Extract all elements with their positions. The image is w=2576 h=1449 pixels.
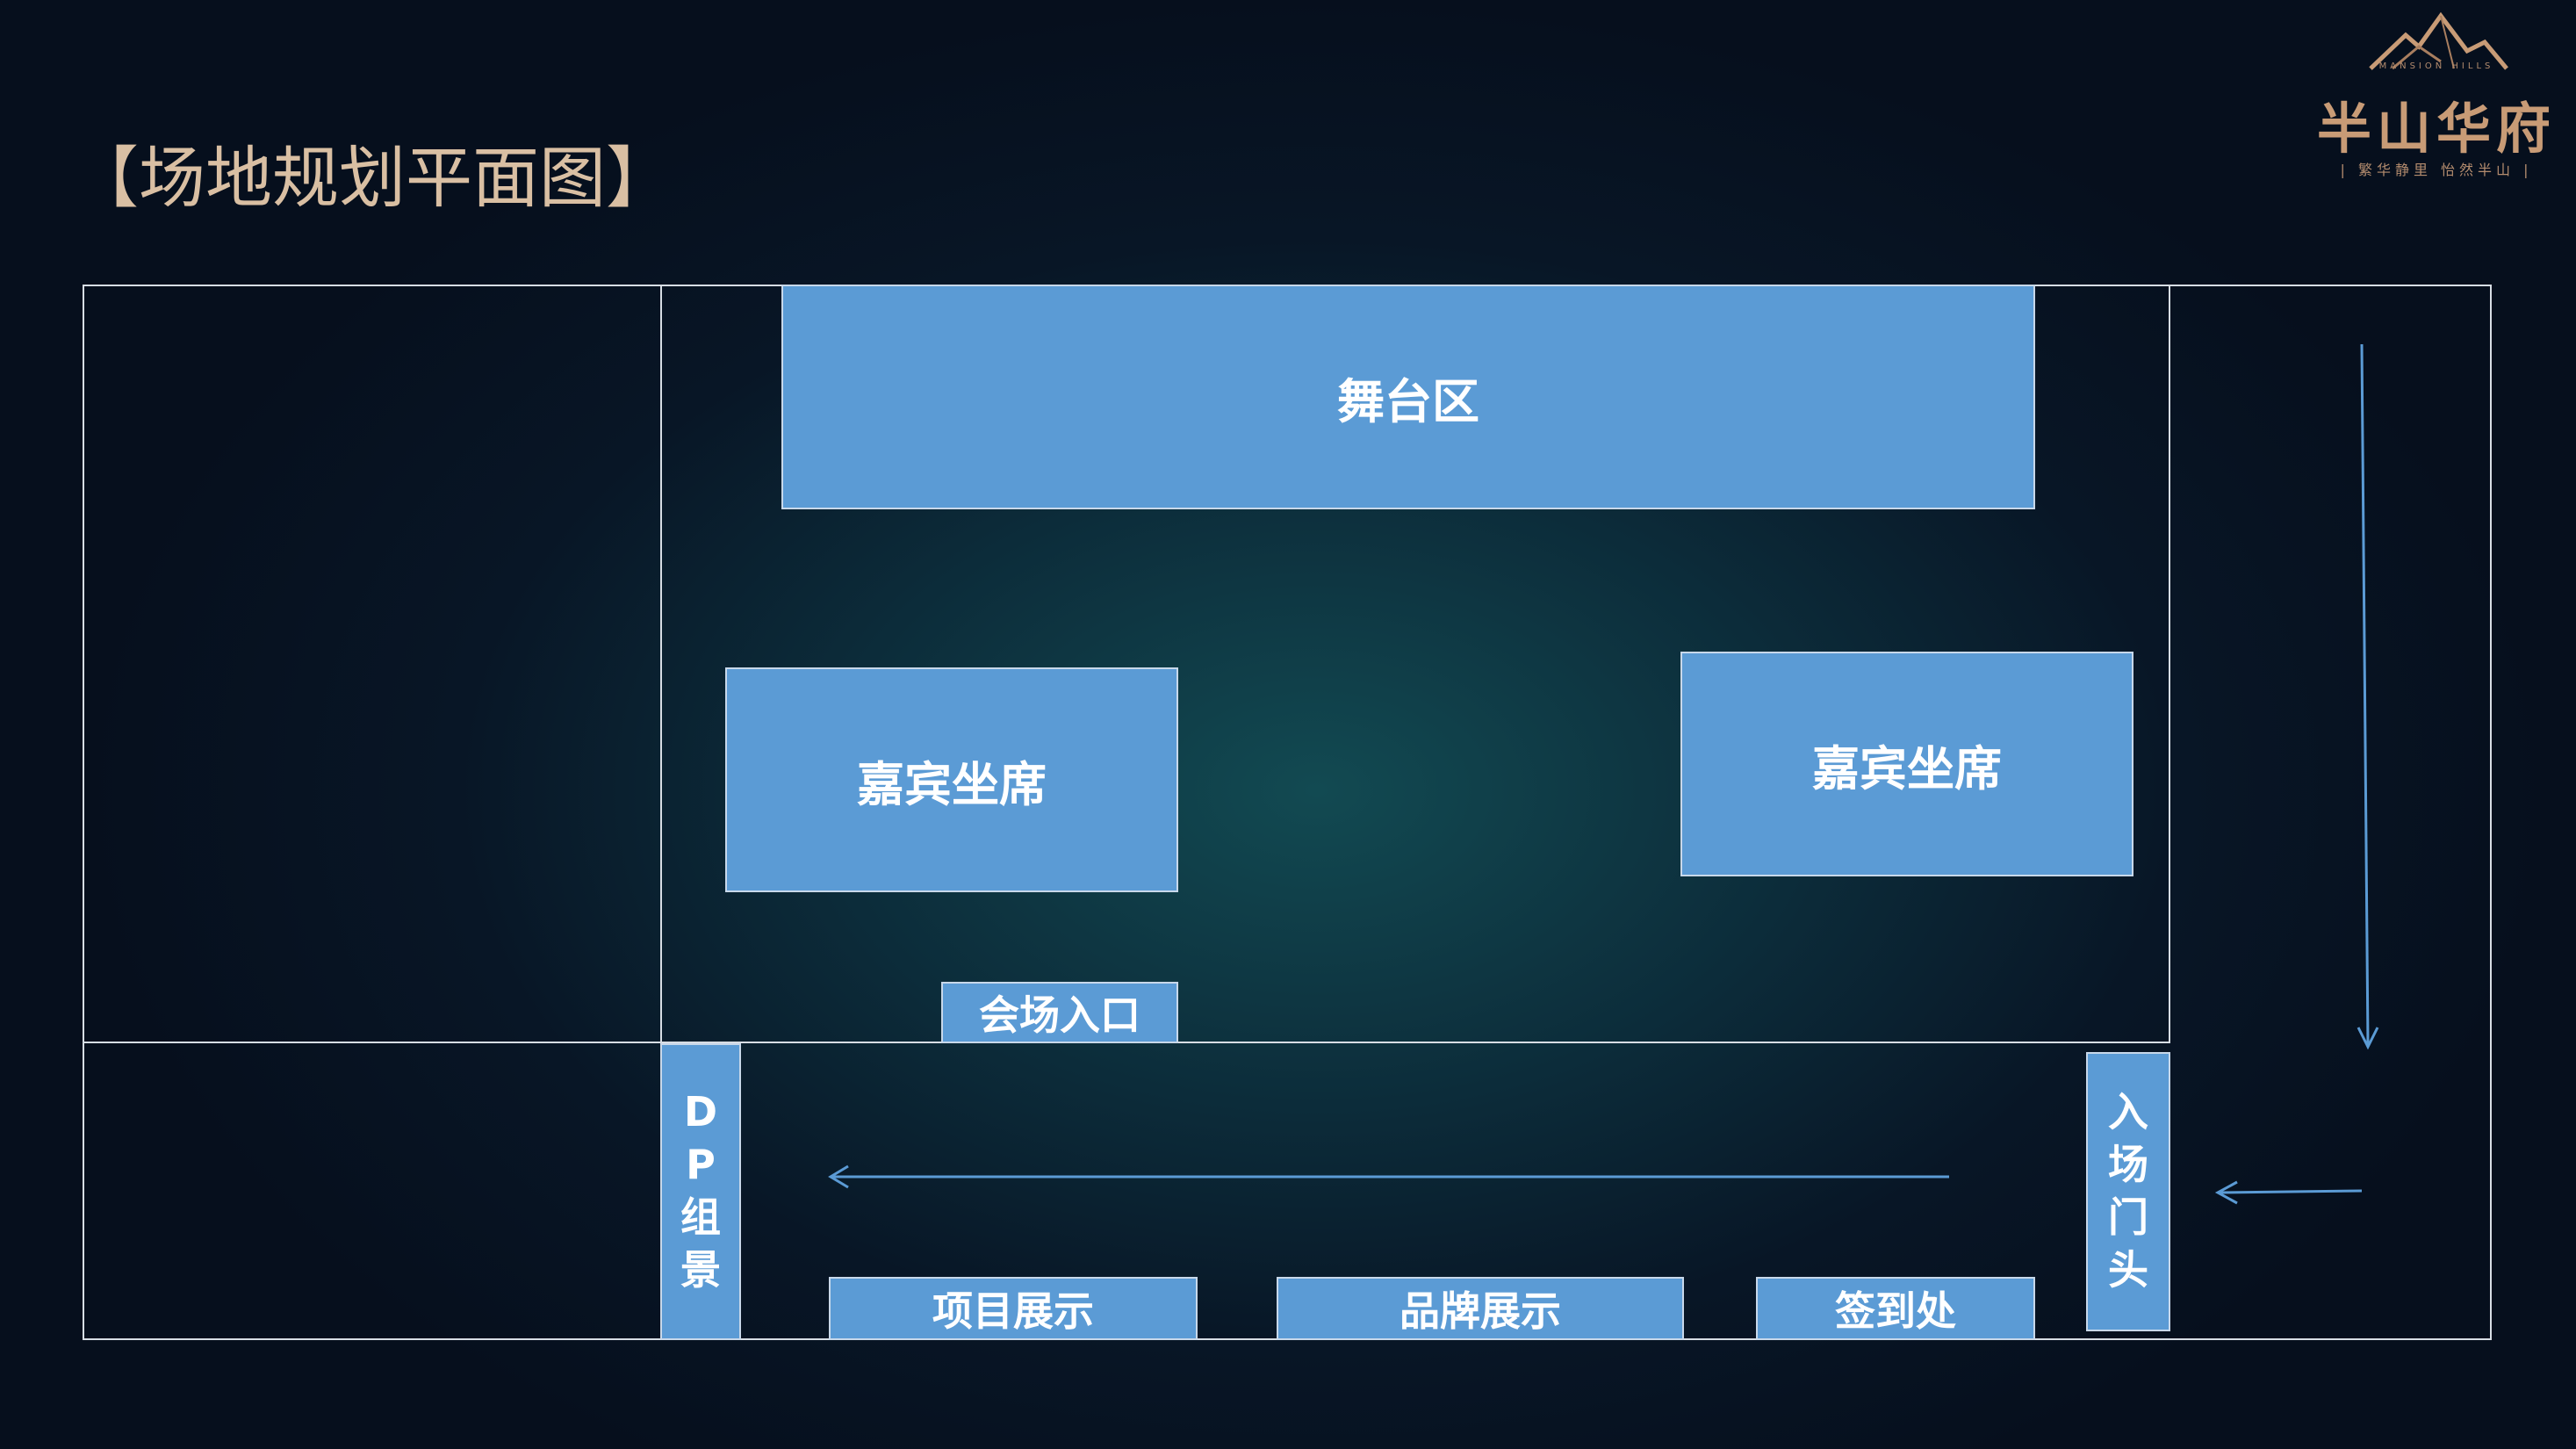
dp-scene-panel: D P 组 景: [660, 1043, 741, 1340]
hall-left-wall: [660, 285, 662, 1043]
outer-right-border: [2490, 285, 2492, 1340]
guest-seats-left: 嘉宾坐席: [725, 667, 1178, 892]
guest-seats-right: 嘉宾坐席: [1680, 652, 2133, 876]
hall-right-wall: [2169, 285, 2170, 1043]
sign-in-desk: 签到处: [1756, 1277, 2035, 1340]
down-arrow-icon: [2357, 343, 2379, 1050]
sign-in-label: 签到处: [1835, 1287, 1956, 1335]
venue-entrance-label: 会场入口: [979, 991, 1140, 1039]
brand-display-label: 品牌展示: [1400, 1287, 1561, 1335]
entrance-gate-char: 门: [2108, 1193, 2148, 1241]
left-arrow-icon: [828, 1164, 1949, 1189]
page-title: 【场地规划平面图】: [72, 139, 673, 217]
guest-seats-left-label: 嘉宾坐席: [857, 756, 1047, 812]
project-display-label: 项目展示: [932, 1287, 1094, 1335]
logo-name: 半山华府: [2316, 97, 2556, 161]
left-arrow-icon: [2214, 1180, 2363, 1205]
brand-logo: MANSION HILLS 半山华府 | 繁华静里 怡然半山 |: [2309, 7, 2564, 183]
brand-display: 品牌展示: [1277, 1277, 1684, 1340]
dp-scene-char: D: [683, 1088, 718, 1136]
dp-scene-char: 景: [680, 1245, 721, 1294]
logo-english: MANSION HILLS: [2378, 61, 2494, 71]
venue-entrance: 会场入口: [941, 982, 1178, 1043]
mountain-logo-icon: [2369, 11, 2508, 70]
project-display: 项目展示: [829, 1277, 1198, 1340]
logo-slogan: | 繁华静里 怡然半山 |: [2340, 162, 2533, 178]
entrance-gate-char: 场: [2108, 1141, 2148, 1189]
dp-scene-char: P: [686, 1141, 716, 1189]
dp-scene-char: 组: [680, 1193, 721, 1241]
stage-label: 舞台区: [1337, 373, 1479, 429]
outer-left-border: [83, 285, 84, 1340]
entrance-gate-char: 头: [2108, 1245, 2148, 1294]
entrance-gate-char: 入: [2108, 1088, 2148, 1136]
entrance-gate: 入 场 门 头: [2086, 1052, 2170, 1331]
stage-area: 舞台区: [781, 285, 2035, 509]
guest-seats-right-label: 嘉宾坐席: [1812, 740, 2002, 797]
